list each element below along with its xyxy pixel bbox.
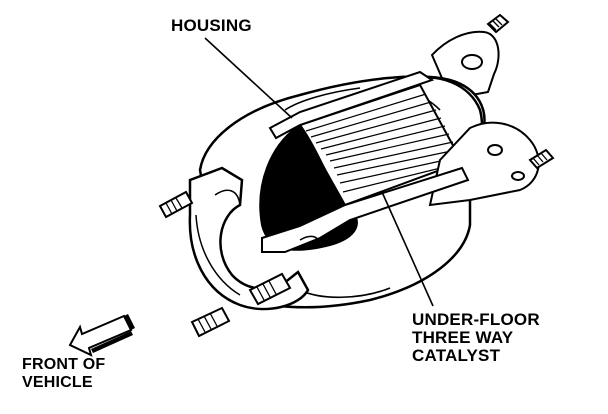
catalyst-label: UNDER-FLOOR THREE WAY CATALYST <box>412 311 540 365</box>
catalyst-label-line-2: THREE WAY <box>412 328 514 347</box>
rear-upper-bolt <box>486 13 510 34</box>
front-lower-stud-2 <box>190 306 231 338</box>
catalyst-leader-line <box>381 191 434 307</box>
front-label-line-1: FRONT OF <box>22 356 106 373</box>
catalyst-label-line-3: CATALYST <box>412 346 501 365</box>
front-inlet-flange <box>188 166 310 311</box>
lower-cut-edge <box>261 166 470 253</box>
upper-cut-edge <box>268 70 435 140</box>
front-label-line-2: VEHICLE <box>22 374 93 391</box>
arrow-down-left-icon <box>68 314 135 357</box>
rear-side-bolt <box>528 148 555 170</box>
housing-label: HOUSING <box>171 16 252 35</box>
housing-leader-line <box>204 37 293 119</box>
front-upper-stud <box>158 190 194 219</box>
front-of-vehicle-label: FRONT OF VEHICLE <box>22 356 105 392</box>
catalyst-label-line-1: UNDER-FLOOR <box>412 310 540 329</box>
front-lower-stud-1 <box>248 272 292 306</box>
